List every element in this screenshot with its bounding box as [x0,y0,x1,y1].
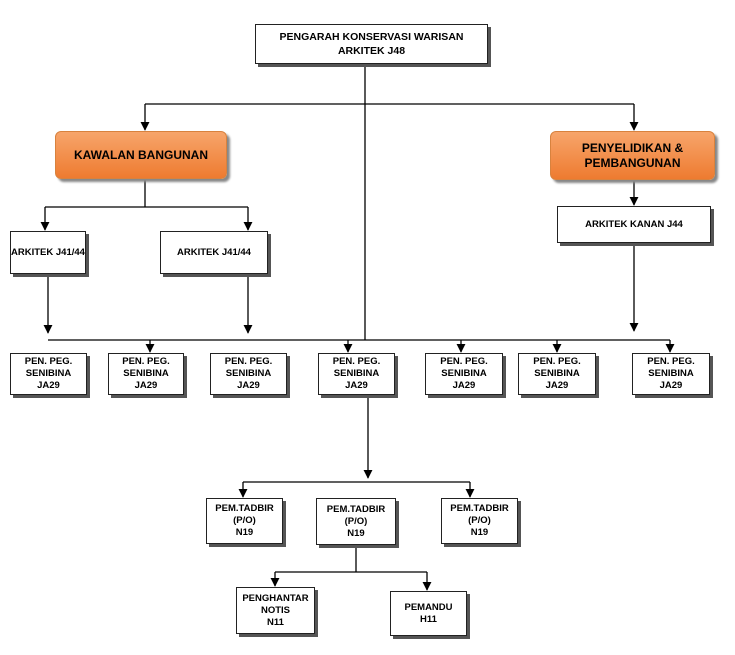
pen-peg-box-4: PEN. PEG. SENIBINA JA29 [318,353,395,395]
pen-peg-box-3: PEN. PEG. SENIBINA JA29 [210,353,287,395]
pemandu-box: PEMANDU H11 [390,591,467,636]
pen-peg-box-5: PEN. PEG. SENIBINA JA29 [425,353,503,395]
arkitek-kanan-box: ARKITEK KANAN J44 [557,206,711,243]
kawalan-bangunan-box: KAWALAN BANGUNAN [55,131,227,179]
arkitek-box-1: ARKITEK J41/44 [10,231,86,274]
penghantar-box: PENGHANTAR NOTIS N11 [236,587,315,634]
pen-peg-box-1: PEN. PEG. SENIBINA JA29 [10,353,87,395]
pen-peg-box-7: PEN. PEG. SENIBINA JA29 [632,353,710,395]
pen-peg-box-2: PEN. PEG. SENIBINA JA29 [108,353,184,395]
pem-tadbir-box-2: PEM.TADBIR (P/O) N19 [316,498,396,545]
director-box: PENGARAH KONSERVASI WARISAN ARKITEK J48 [255,24,488,64]
pem-tadbir-box-1: PEM.TADBIR (P/O) N19 [206,498,283,544]
penyelidikan-box: PENYELIDIKAN & PEMBANGUNAN [550,131,715,180]
pem-tadbir-box-3: PEM.TADBIR (P/O) N19 [441,498,518,544]
pen-peg-box-6: PEN. PEG. SENIBINA JA29 [518,353,596,395]
arkitek-box-2: ARKITEK J41/44 [160,231,268,274]
